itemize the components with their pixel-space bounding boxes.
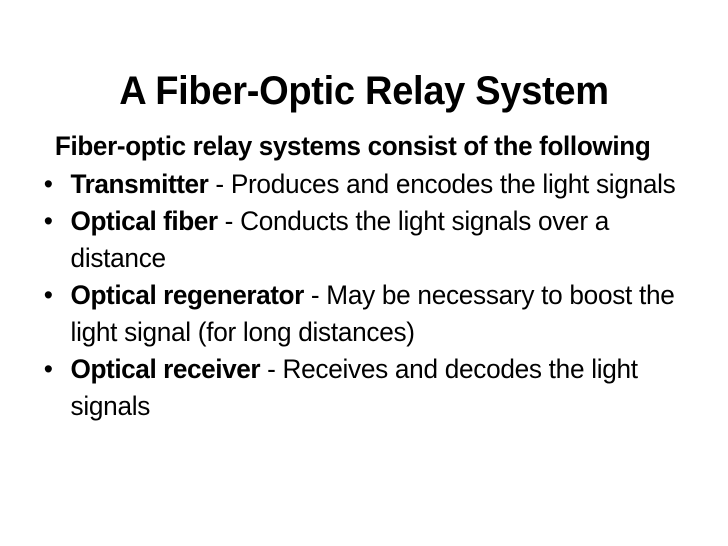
list-item-term: Optical receiver [70, 354, 261, 384]
lead-statement: Fiber-optic relay systems consist of the… [54, 131, 651, 161]
list-item-description: Conducts the light signals over a distan… [70, 206, 610, 273]
list-item: • Optical fiber - Conducts the light sign… [24, 203, 676, 277]
list-item-separator: - [260, 354, 283, 384]
list-item: • Optical receiver - Receives and decodes… [24, 351, 676, 425]
bullet-dot-icon: • [43, 354, 53, 384]
list-item-description: Receives and decodes the light signals [70, 354, 639, 421]
slide-body: Fiber-optic relay systems consist of the… [24, 128, 704, 425]
bullet-dot-icon: • [43, 169, 53, 199]
list-item-term: Optical regenerator [70, 280, 305, 310]
list-item-term: Optical fiber [70, 206, 219, 236]
bullet-list: • Transmitter - Produces and encodes the … [24, 166, 704, 425]
list-item-separator: - [303, 280, 327, 310]
list-item-term: Transmitter [70, 169, 209, 199]
list-item-description: May be necessary to boost the light sign… [70, 280, 675, 347]
bullet-dot-icon: • [43, 280, 53, 310]
bullet-dot-icon: • [43, 206, 53, 236]
list-item-separator: - [217, 206, 241, 236]
list-item: • Transmitter - Produces and encodes the … [24, 166, 676, 203]
list-item: • Optical regenerator - May be necessary … [24, 277, 676, 351]
page-title: A Fiber-Optic Relay System [119, 68, 609, 113]
list-item-description: Produces and encodes the light signals [230, 169, 676, 199]
list-item-separator: - [208, 169, 231, 199]
